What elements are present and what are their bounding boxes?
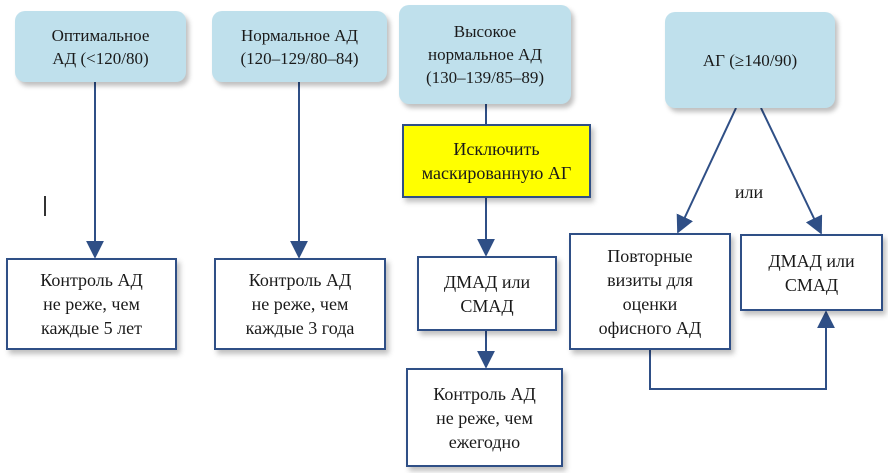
text-cursor [44, 196, 46, 216]
or-label: или [734, 182, 764, 202]
arrow-repeat-visits-to-monitoring [649, 310, 835, 390]
category-hypertension: АГ (≥140/90) [665, 12, 835, 108]
exclude-masked-hypertension: Исключить маскированную АГ [402, 124, 591, 198]
control-every-5-years: Контроль АД не реже, чем каждые 5 лет [6, 258, 177, 350]
category-normal: Нормальное АД (120–129/80–84) [212, 11, 387, 82]
control-every-3-years: Контроль АД не реже, чем каждые 3 года [214, 258, 386, 350]
hypertension-monitoring: ДМАД или СМАД [740, 234, 883, 311]
repeat-office-visits: Повторные визиты для оценки офисного АД [569, 233, 731, 350]
high-normal-monitoring: ДМАД или СМАД [417, 256, 557, 331]
arrow-ag-to-repeat-visits [676, 107, 737, 234]
arrow-ag-to-monitoring [760, 107, 823, 235]
category-high-normal: Высокое нормальное АД (130–139/85–89) [399, 5, 571, 104]
control-yearly: Контроль АД не реже, чем ежегодно [406, 368, 563, 467]
category-optimal: Оптимальное АД (<120/80) [15, 11, 186, 82]
